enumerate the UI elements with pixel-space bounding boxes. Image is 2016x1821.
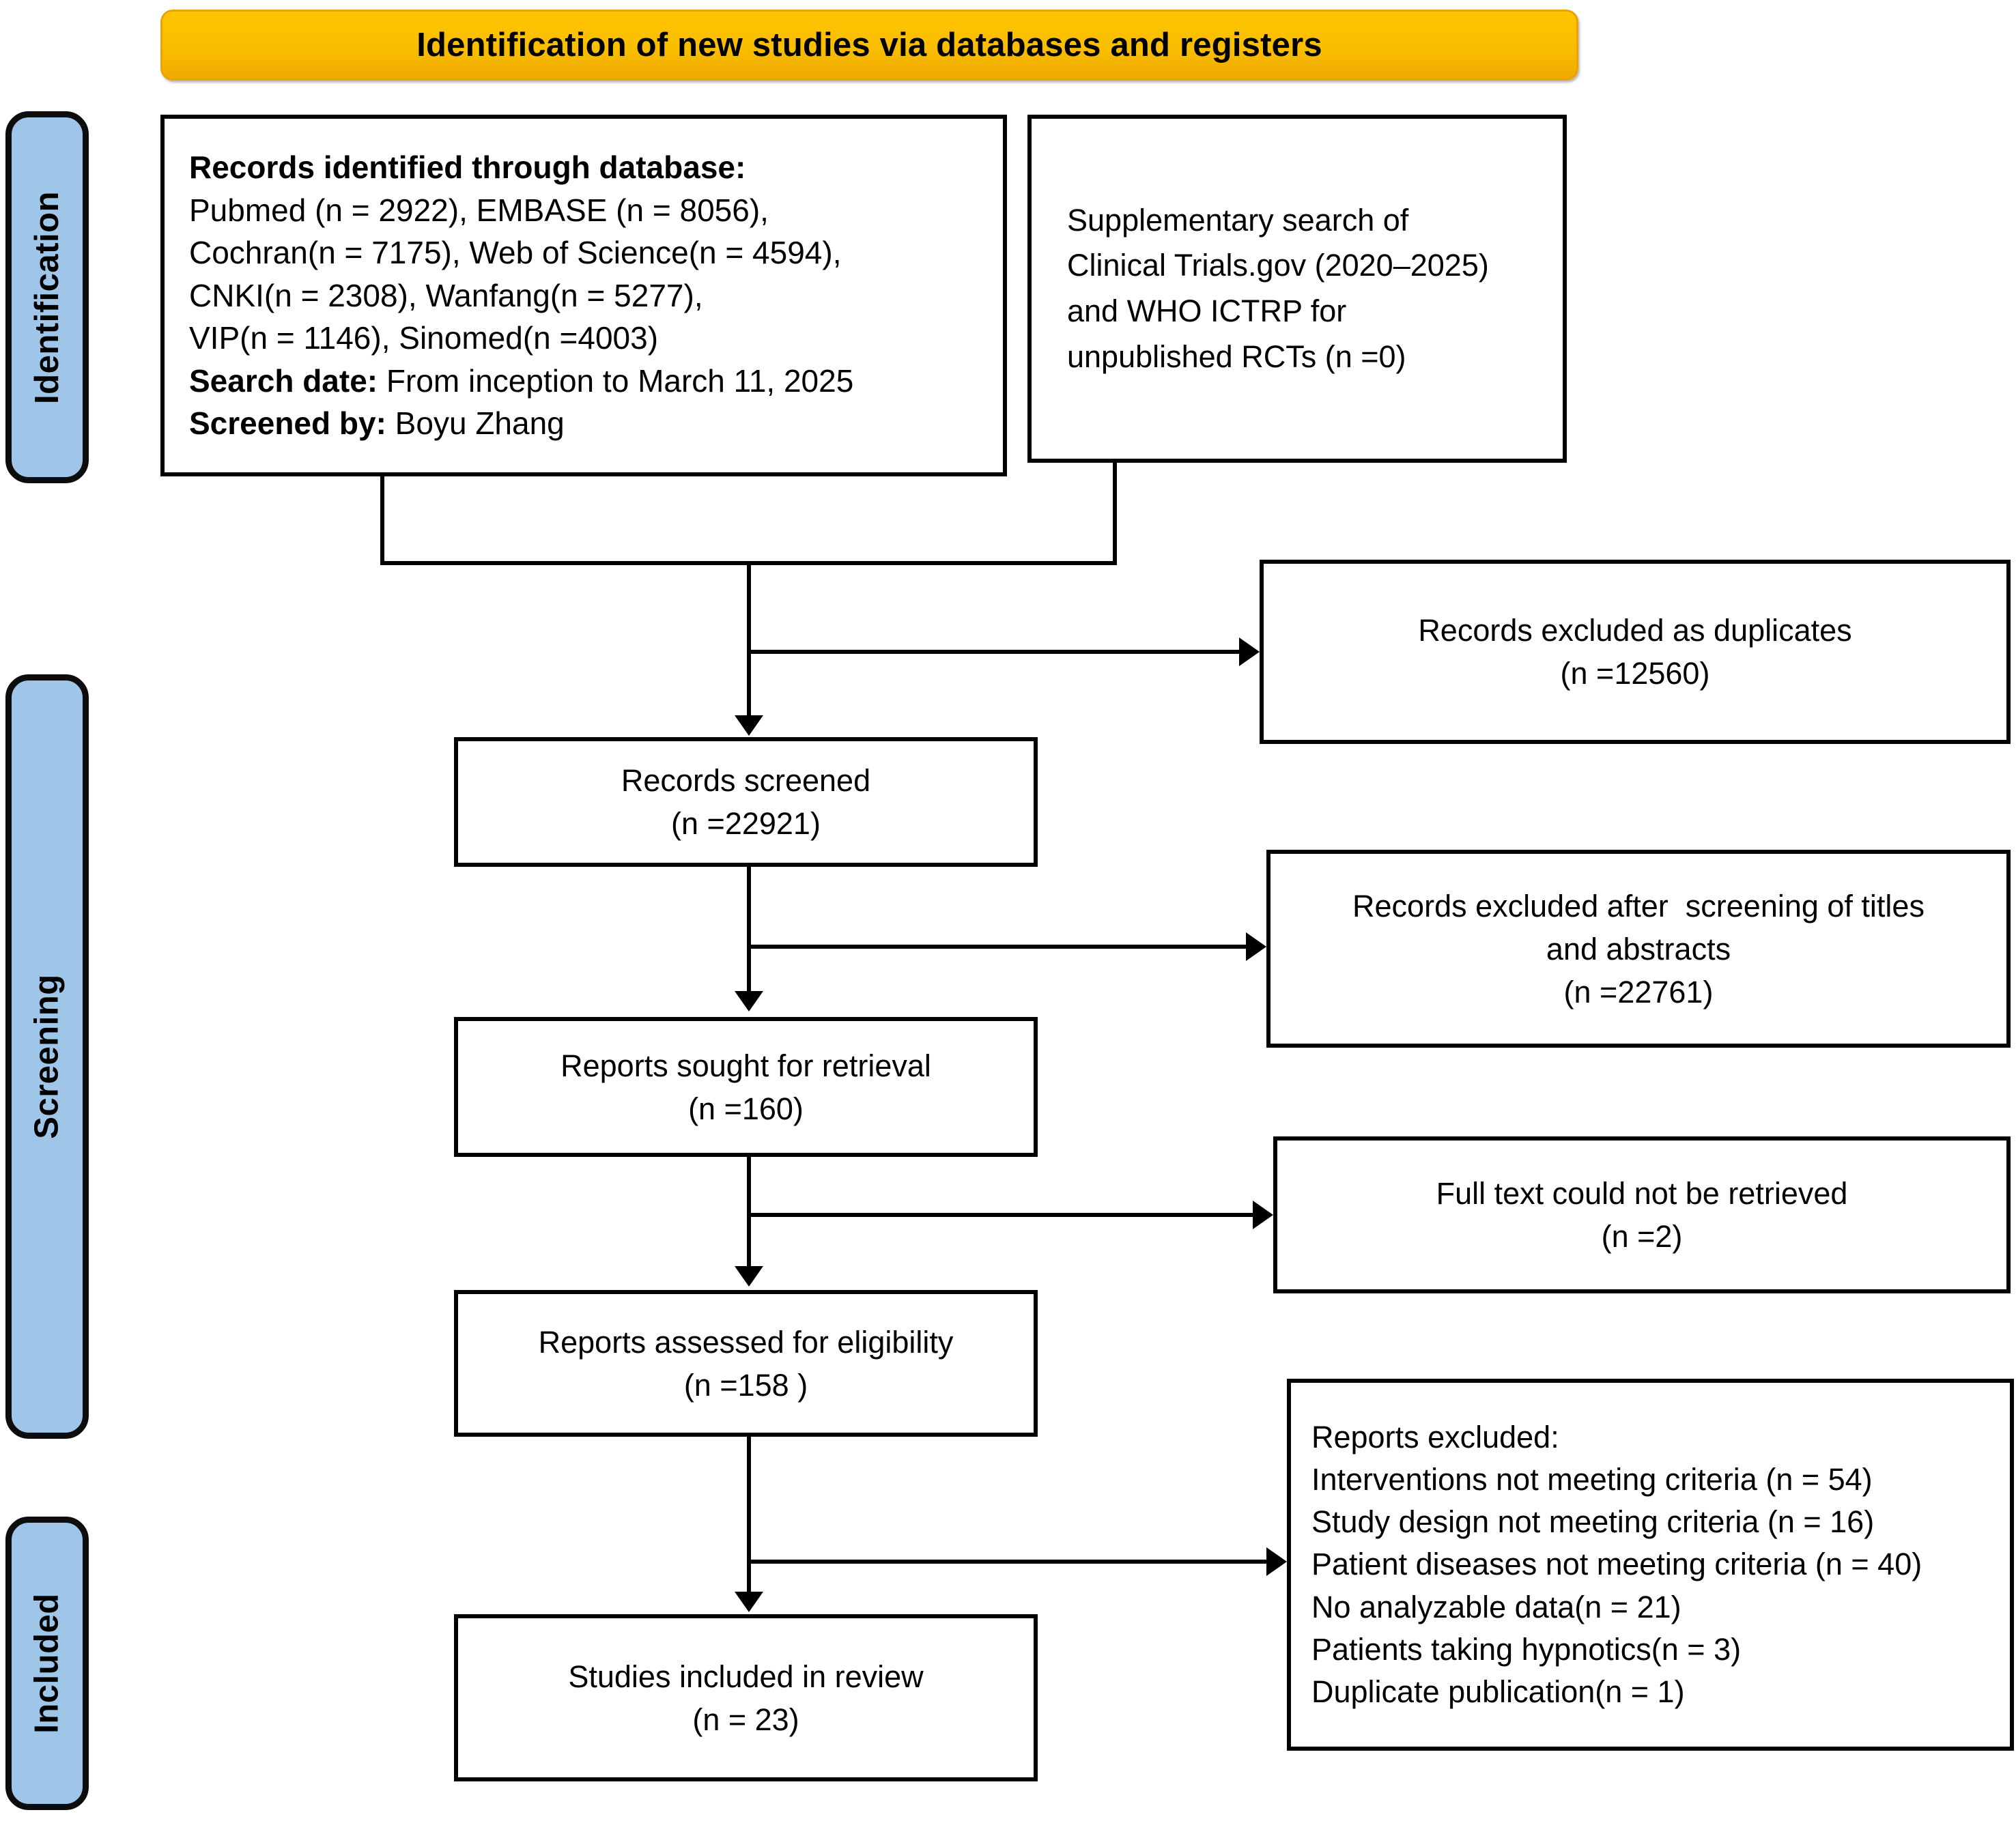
reports-excluded-heading: Reports excluded:	[1311, 1420, 1559, 1455]
stage-label-included: Included	[5, 1517, 89, 1810]
reports-excluded-item-6: Duplicate publication(n = 1)	[1311, 1674, 1685, 1709]
excluded-titles-line-2: and abstracts	[1546, 931, 1731, 966]
arrowhead-into-reports-sought	[735, 991, 763, 1012]
connector-supplementary-down	[1113, 463, 1117, 565]
reports-excluded-item-4: No analyzable data(n = 21)	[1311, 1589, 1681, 1624]
connector-to-reports-excluded	[747, 1560, 1268, 1564]
fulltext-line-2: (n =2)	[1601, 1219, 1683, 1254]
arrowhead-into-reports-excluded	[1266, 1547, 1287, 1576]
supplementary-line-3: and WHO ICTRP for	[1067, 293, 1347, 328]
screened-line-1: Records screened	[621, 763, 871, 798]
arrowhead-into-duplicates	[1239, 637, 1260, 666]
reports-excluded-item-5: Patients taking hypnotics(n = 3)	[1311, 1631, 1742, 1667]
stage-label-screening: Screening	[5, 674, 89, 1439]
box-full-text-not-retrieved: Full text could not be retrieved (n =2)	[1273, 1136, 2011, 1293]
box-records-excluded-duplicates: Records excluded as duplicates (n =12560…	[1260, 560, 2011, 744]
connector-merge-trunk	[747, 561, 751, 725]
fulltext-line-1: Full text could not be retrieved	[1436, 1176, 1848, 1211]
eligibility-line-2: (n =158 )	[683, 1367, 808, 1403]
identified-line-2: Pubmed (n = 2922), EMBASE (n = 8056),	[189, 192, 769, 228]
box-studies-included-review: Studies included in review (n = 23)	[454, 1614, 1038, 1781]
duplicates-line-2: (n =12560)	[1560, 656, 1710, 691]
connector-trunk-to-duplicates	[747, 650, 1241, 654]
diagram-title-text: Identification of new studies via databa…	[416, 27, 1322, 63]
supplementary-line-2: Clinical Trials.gov (2020–2025)	[1067, 248, 1489, 283]
identified-search-date: Search date: From inception to March 11,…	[189, 362, 854, 399]
identified-line-5: VIP(n = 1146), Sinomed(n =4003)	[189, 320, 659, 356]
identified-line-1: Records identified through database:	[189, 149, 746, 186]
box-supplementary-search: Supplementary search of Clinical Trials.…	[1027, 115, 1567, 463]
reports-excluded-item-1: Interventions not meeting criteria (n = …	[1311, 1462, 1873, 1497]
duplicates-line-1: Records excluded as duplicates	[1418, 613, 1852, 648]
excluded-titles-line-1: Records excluded after screening of titl…	[1352, 888, 1925, 923]
box-reports-assessed-eligibility: Reports assessed for eligibility (n =158…	[454, 1290, 1038, 1437]
reports-excluded-item-3: Patient diseases not meeting criteria (n…	[1311, 1547, 1922, 1582]
box-records-identified: Records identified through database: Pub…	[160, 115, 1007, 476]
stage-label-identification: Identification	[5, 111, 89, 483]
sought-line-1: Reports sought for retrieval	[560, 1048, 931, 1083]
arrowhead-into-records-screened	[735, 715, 763, 736]
stage-label-identification-text: Identification	[29, 190, 66, 404]
box-reports-excluded: Reports excluded: Interventions not meet…	[1287, 1379, 2014, 1751]
identified-line-3: Cochran(n = 7175), Web of Science(n = 45…	[189, 235, 842, 271]
eligibility-line-1: Reports assessed for eligibility	[538, 1324, 954, 1360]
stage-label-included-text: Included	[29, 1593, 66, 1734]
identified-screened-by: Screened by: Boyu Zhang	[189, 405, 565, 442]
connector-eligibility-to-included	[747, 1437, 751, 1597]
sought-line-2: (n =160)	[688, 1091, 804, 1126]
connector-to-fulltext	[747, 1213, 1255, 1217]
arrowhead-into-fulltext	[1253, 1201, 1273, 1229]
included-line-2: (n = 23)	[692, 1702, 799, 1737]
arrowhead-into-excluded-titles	[1246, 932, 1266, 961]
arrowhead-into-eligibility	[735, 1266, 763, 1287]
included-line-1: Studies included in review	[568, 1659, 924, 1694]
identified-line-4: CNKI(n = 2308), Wanfang(n = 5277),	[189, 277, 703, 313]
connector-screened-to-sought	[747, 867, 751, 996]
screened-line-2: (n =22921)	[671, 806, 821, 841]
box-records-excluded-titles-abstracts: Records excluded after screening of titl…	[1266, 850, 2011, 1048]
box-records-screened: Records screened (n =22921)	[454, 737, 1038, 867]
connector-to-excluded-titles	[747, 945, 1248, 949]
arrowhead-into-studies-included	[735, 1592, 763, 1612]
connector-identified-down	[380, 476, 384, 565]
excluded-titles-line-3: (n =22761)	[1563, 974, 1714, 1009]
stage-label-screening-text: Screening	[29, 974, 66, 1139]
diagram-title-banner: Identification of new studies via databa…	[160, 10, 1578, 81]
reports-excluded-item-2: Study design not meeting criteria (n = 1…	[1311, 1504, 1875, 1540]
box-reports-sought-retrieval: Reports sought for retrieval (n =160)	[454, 1017, 1038, 1157]
supplementary-line-1: Supplementary search of	[1067, 202, 1409, 238]
supplementary-line-4: unpublished RCTs (n =0)	[1067, 339, 1406, 374]
